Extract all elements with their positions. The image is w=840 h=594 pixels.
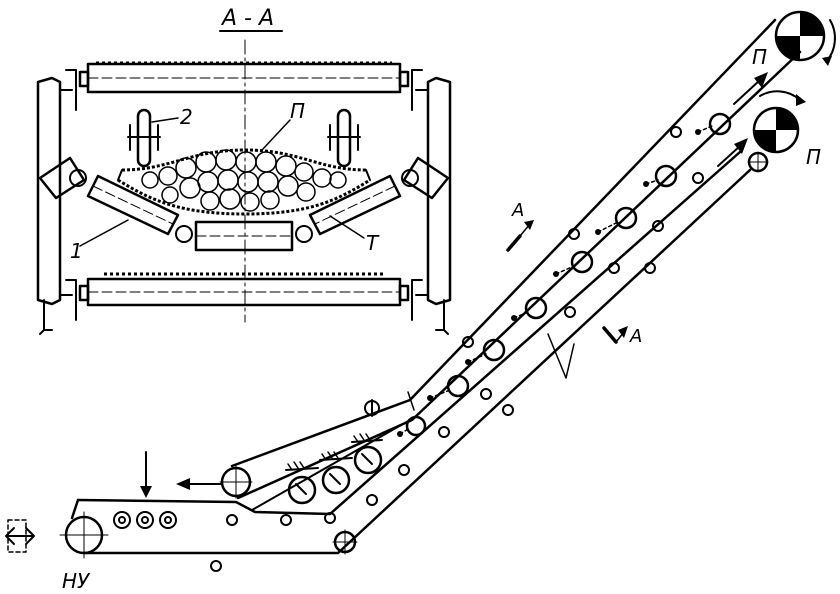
label-tail-station: НУ (62, 569, 91, 593)
tail-small-rollers (113, 511, 177, 529)
left-wing-idler (38, 156, 193, 243)
direction-arrow-lower (717, 138, 748, 167)
label-section-lower: A (629, 326, 642, 347)
guide-roller-right (327, 108, 361, 168)
left-frame (36, 69, 77, 335)
cross-section: A - A (36, 6, 452, 335)
leader-idler-t (329, 215, 365, 239)
upper-head-drum (774, 10, 836, 66)
guide-roller-left (127, 108, 161, 168)
direction-arrow-upper (733, 72, 768, 105)
idler-links (399, 125, 713, 435)
sandwich-belts (117, 148, 371, 216)
lower-head-drum (752, 90, 806, 154)
label-idler-1: 1 (70, 239, 83, 263)
leader-idler-1 (79, 219, 129, 247)
outer-rollers (210, 126, 704, 572)
support-lines (407, 333, 575, 411)
tail-pulley (5, 511, 109, 559)
bottom-idler (78, 272, 410, 307)
label-section-upper: A (511, 200, 524, 221)
loading-arrow (140, 451, 152, 498)
leader-belt-section (261, 119, 291, 151)
inner-idlers (405, 112, 732, 437)
right-wing-idler (295, 156, 450, 243)
label-idler-2: 2 (180, 105, 193, 129)
upper-bend-pulley (219, 465, 253, 499)
label-upper-drum: П (752, 45, 767, 69)
label-lower-drum: П (806, 145, 821, 169)
conveyor-side-view: A A П П НУ (5, 10, 836, 593)
section-marker-upper: A (506, 200, 534, 252)
lower-bend-pulley (332, 529, 358, 555)
bulk-material (141, 149, 347, 212)
return-arrow (176, 478, 223, 490)
snub-pulley (747, 151, 769, 173)
leader-idler-2 (151, 117, 179, 123)
lower-belt (70, 150, 752, 555)
upper-belt (230, 18, 802, 511)
pressure-rollers (285, 433, 383, 505)
top-idler (78, 61, 410, 94)
label-idler-t: Т (366, 231, 380, 255)
center-idler (194, 220, 294, 252)
section-marker-lower: A (602, 326, 642, 347)
label-belt-section: П (290, 99, 305, 123)
section-title: A - A (220, 6, 274, 31)
right-frame (411, 69, 452, 335)
